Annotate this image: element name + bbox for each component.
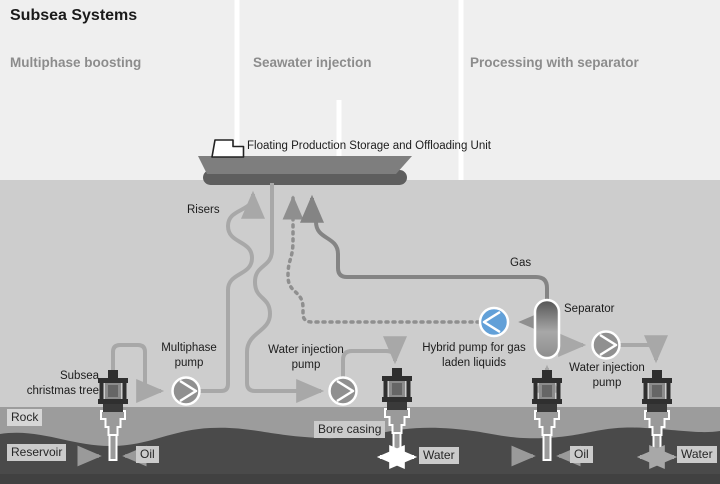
fpso-label: Floating Production Storage and Offloadi… [247, 140, 491, 152]
oil-label-left: Oil [136, 446, 159, 463]
water-injection-riser-pipe [245, 183, 407, 403]
water-label-right: Water [677, 446, 717, 463]
hybrid-pump-icon [478, 306, 510, 338]
bore-casing-label: Bore casing [314, 421, 386, 438]
fpso-ship-icon [198, 139, 412, 185]
air-band [0, 0, 720, 180]
reservoir-label: Reservoir [7, 444, 67, 461]
separator-icon [533, 298, 561, 360]
gas-label: Gas [510, 257, 532, 269]
multiphase-pump-icon [171, 376, 201, 406]
reservoir-band [0, 427, 720, 484]
water-injection-pump-mid-label: Water injection pump [268, 344, 344, 371]
reservoir-bottom-strip [0, 474, 720, 484]
sea-band [0, 180, 720, 408]
hybrid-riser-pipe-dashed [282, 195, 543, 333]
section-header-processing-separator: Processing with separator [470, 55, 639, 70]
oil-label-right: Oil [570, 446, 593, 463]
separator-label: Separator [564, 303, 615, 315]
section-header-multiphase-boosting: Multiphase boosting [10, 55, 142, 70]
rock-label: Rock [7, 409, 43, 426]
water-injection-pump-icon-mid [328, 376, 358, 406]
hybrid-pump-label: Hybrid pump for gas laden liquids [422, 342, 526, 369]
risers-label: Risers [187, 204, 220, 216]
water-injection-pump-right-label: Water injection pump [569, 362, 645, 389]
gas-pipe [300, 194, 549, 306]
multiphase-pump-label: Multiphase pump [161, 342, 217, 369]
water-label-mid: Water [419, 447, 459, 464]
section-header-seawater-injection: Seawater injection [253, 55, 372, 70]
water-injection-pump-icon-right [591, 330, 621, 360]
production-riser-pipe [111, 190, 265, 403]
page-title: Subsea Systems [10, 7, 138, 24]
subsea-christmas-tree-label: Subsea christmas tree [26, 370, 99, 397]
